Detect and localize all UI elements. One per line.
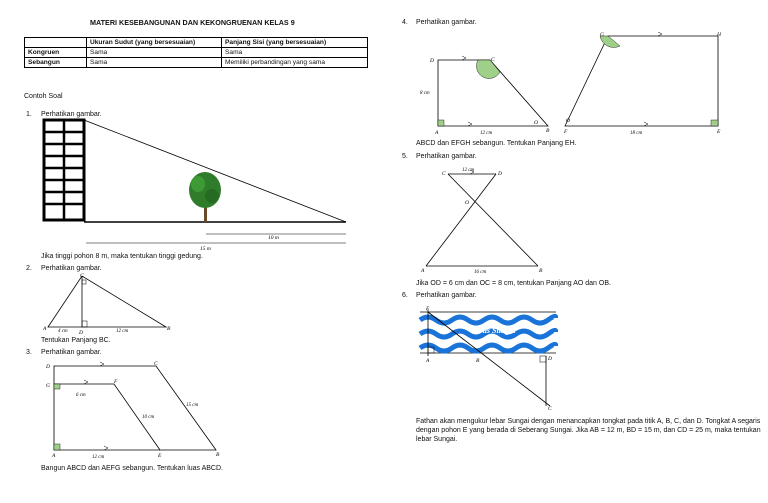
table-header-cell: [24, 37, 87, 48]
point-label: B: [216, 452, 220, 458]
point-label: O: [534, 120, 538, 126]
point-label: A: [425, 358, 430, 364]
point-label: C: [80, 273, 84, 279]
problem-text: Fathan akan mengukur lebar Sungai dengan…: [416, 418, 761, 443]
segment-cb: [447, 173, 539, 267]
table-cell: Kongruen: [24, 47, 87, 58]
table-row: Kongruen Sama Sama: [24, 47, 368, 58]
figure-trapezoid-abcd: D C B A E F G 6 cm 10 cm 15 cm 12 cm: [45, 361, 220, 460]
problem-number: 2.: [26, 265, 32, 272]
figure-abcd-efgh: D C A B O O F G H E 8 cm 12 cm 18 cm: [420, 31, 722, 136]
figure-hourglass: C D A B O 12 cm 16 cm: [420, 168, 543, 275]
river-waves: [418, 313, 558, 354]
table-header-cell: Ukuran Sudut (yang bersesuaian): [86, 37, 222, 48]
trapezoid-aefg: [54, 383, 161, 451]
point-label: G: [600, 32, 604, 38]
building-windows: [44, 120, 84, 220]
dimension-label: 12 cm: [92, 455, 104, 460]
problem-prompt: Perhatikan gambar.: [416, 19, 477, 26]
dimension-label: 10 m: [268, 235, 279, 241]
sight-line: [83, 119, 347, 223]
point-label: A: [420, 268, 425, 274]
problem-text: Bangun ABCD dan AEFG sebangun. Tentukan …: [41, 465, 223, 472]
point-label: D: [497, 171, 502, 177]
dimension-label: 8 cm: [420, 91, 430, 96]
point-label: H: [716, 32, 722, 38]
dimension-label: 12 cm: [116, 329, 128, 334]
triangle: [47, 275, 168, 328]
table-cell: Sama: [86, 47, 222, 58]
point-label: D: [78, 330, 83, 336]
point-label: A: [434, 130, 439, 136]
quad-abcd: [437, 59, 549, 127]
problem-text: Jika tinggi pohon 8 m, maka tentukan tin…: [41, 253, 203, 260]
point-label: A: [42, 326, 47, 332]
point-label: C: [154, 361, 158, 367]
dimension-label: 18 cm: [630, 131, 642, 136]
point-label: D: [45, 364, 50, 370]
dimension-label: 16 cm: [474, 270, 486, 275]
figure-triangle-abc: A B C D 4 cm 12 cm: [42, 273, 171, 336]
table-cell: Memiliki perbandingan yang sama: [221, 57, 368, 68]
dimension-label: 6 cm: [76, 393, 86, 398]
segment-da: [425, 173, 497, 267]
figure-building-tree: 10 m 15 m: [42, 118, 347, 252]
point-label: G: [46, 383, 50, 389]
problem-prompt: Perhatikan gambar.: [416, 292, 477, 299]
dimension-label: 12 cm: [462, 168, 474, 173]
problem-text: Jika OD = 6 cm dan OC = 8 cm, tentukan P…: [416, 280, 611, 287]
point-label: E: [425, 306, 430, 312]
trapezoid-abcd: [53, 365, 217, 451]
figure-river: Arus Sungai E A B D C: [418, 306, 558, 412]
tree-trunk: [204, 204, 207, 222]
table-cell: Sebangun: [24, 57, 87, 68]
page-title: MATERI KESEBANGUNAN DAN KEKONGRUENAN KEL…: [90, 18, 295, 27]
point-label: B: [546, 128, 550, 134]
point-label: F: [113, 379, 118, 385]
point-label: D: [547, 356, 552, 362]
problem-number: 6.: [402, 292, 408, 299]
comparison-table: Ukuran Sudut (yang bersesuaian) Panjang …: [24, 37, 368, 68]
problem-text: ABCD dan EFGH sebangun. Tentukan Panjang…: [416, 140, 577, 147]
table-cell: Sama: [86, 57, 222, 68]
quad-efgh: [564, 35, 719, 127]
point-label: O: [465, 200, 469, 206]
point-label: E: [716, 129, 721, 135]
dimension-label: 12 cm: [480, 131, 492, 136]
point-label: O: [566, 118, 570, 124]
dimension-label: 4 cm: [58, 329, 68, 334]
point-label: B: [167, 326, 171, 332]
point-label: C: [548, 406, 552, 412]
point-label: D: [429, 58, 434, 64]
problem-number: 4.: [402, 19, 408, 26]
point-label: B: [476, 358, 480, 364]
problem-prompt: Perhatikan gambar.: [41, 265, 102, 272]
point-label: C: [442, 171, 446, 177]
problem-prompt: Perhatikan gambar.: [416, 153, 477, 160]
problem-number: 3.: [26, 349, 32, 356]
point-label: A: [51, 453, 56, 459]
problem-prompt: Perhatikan gambar.: [41, 349, 102, 356]
table-header-cell: Panjang Sisi (yang bersesuaian): [221, 37, 368, 48]
point-label: C: [491, 57, 495, 63]
dimension-label: 15 cm: [186, 403, 198, 408]
problem-number: 1.: [26, 111, 32, 118]
table-cell: Sama: [221, 47, 368, 58]
point-label: E: [157, 453, 162, 459]
dimension-label: 15 m: [200, 246, 211, 252]
river-label: Arus Sungai: [473, 326, 516, 335]
point-label: B: [539, 268, 543, 274]
table-row: Sebangun Sama Memiliki perbandingan yang…: [24, 57, 368, 68]
section-label: Contoh Soal: [24, 93, 63, 100]
line-ec: [427, 311, 551, 407]
dimension-label: 10 cm: [142, 415, 154, 420]
point-label: F: [563, 129, 568, 135]
problem-number: 5.: [402, 153, 408, 160]
problem-text: Tentukan Panjang BC.: [41, 337, 111, 344]
problem-prompt: Perhatikan gambar.: [41, 111, 102, 118]
table-header-row: Ukuran Sudut (yang bersesuaian) Panjang …: [24, 37, 368, 48]
